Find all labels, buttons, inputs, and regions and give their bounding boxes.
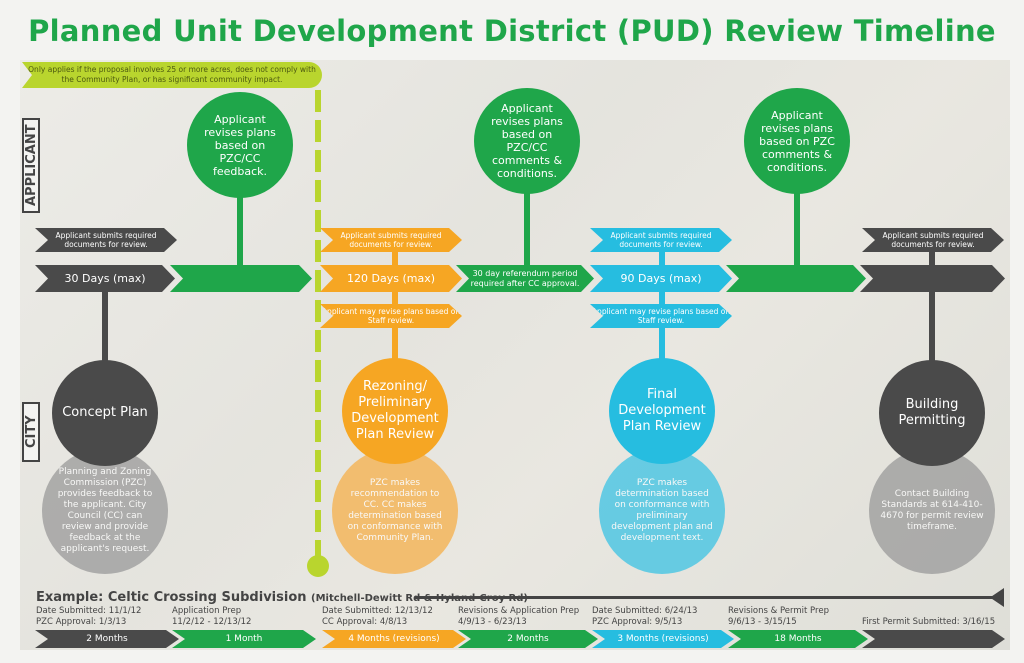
page-title: Planned Unit Development District (PUD) … [28, 14, 996, 48]
stem [794, 185, 800, 270]
permit-detail: Contact Building Standards at 614-410-46… [869, 448, 995, 574]
duration-chevron: 4 Months (revisions) [322, 630, 466, 648]
submit-chevron-3: Applicant submits required documents for… [590, 228, 732, 252]
stage-final-plan: Final Development Plan Review [609, 358, 715, 464]
city-label: CITY [22, 402, 40, 462]
applicant-revise-circle-2: Applicant revises plans based on PZC/CC … [474, 88, 580, 194]
prelim-detail: PZC makes recommendation to CC. CC makes… [332, 448, 458, 574]
submit-chevron-4: Applicant submits required documents for… [862, 228, 1004, 252]
duration-chevron: 18 Months [728, 630, 868, 648]
example-label: First Permit Submitted: 3/16/15 [862, 617, 996, 627]
applicability-note: Only applies if the proposal involves 25… [22, 62, 322, 88]
staff-revise-chevron-1: Applicant may revise plans based on Staf… [320, 304, 462, 328]
revise-chevron [726, 265, 866, 292]
stem [524, 185, 530, 270]
duration-chevron-final [862, 630, 1005, 648]
stage-preliminary-plan: Rezoning/ Preliminary Development Plan R… [342, 358, 448, 464]
permit-chevron [860, 265, 1005, 292]
duration-chevron: 2 Months [458, 630, 598, 648]
duration-chevron: 2 Months [35, 630, 179, 648]
submit-chevron-1: Applicant submits required documents for… [35, 228, 177, 252]
final-detail: PZC makes determination based on conform… [599, 448, 725, 574]
staff-revise-chevron-2: Applicant may revise plans based on Staf… [590, 304, 732, 328]
applicant-revise-circle-3: Applicant revises plans based on PZC com… [744, 88, 850, 194]
divider-end-dot [307, 555, 329, 577]
applicant-label: APPLICANT [22, 118, 40, 213]
optional-divider-line [315, 90, 321, 560]
example-timeline-line [415, 596, 995, 599]
stage-concept-plan: Concept Plan [52, 360, 158, 466]
concept-duration-chevron: 30 Days (max) [35, 265, 175, 292]
duration-chevron: 1 Month [172, 630, 316, 648]
applicant-revise-circle-1: Applicant revises plans based on PZC/CC … [187, 92, 293, 198]
stem [237, 190, 243, 270]
stage-building-permitting: Building Permitting [879, 360, 985, 466]
stem [102, 290, 108, 370]
prelim-duration-chevron: 120 Days (max) [320, 265, 462, 292]
stem [929, 250, 935, 370]
duration-chevron: 3 Months (revisions) [592, 630, 734, 648]
final-duration-chevron: 90 Days (max) [590, 265, 732, 292]
feedback-chevron [170, 265, 312, 292]
referendum-chevron: 30 day referendum period required after … [456, 265, 594, 292]
concept-detail: Planning and Zoning Commission (PZC) pro… [42, 448, 168, 574]
submit-chevron-2: Applicant submits required documents for… [320, 228, 462, 252]
